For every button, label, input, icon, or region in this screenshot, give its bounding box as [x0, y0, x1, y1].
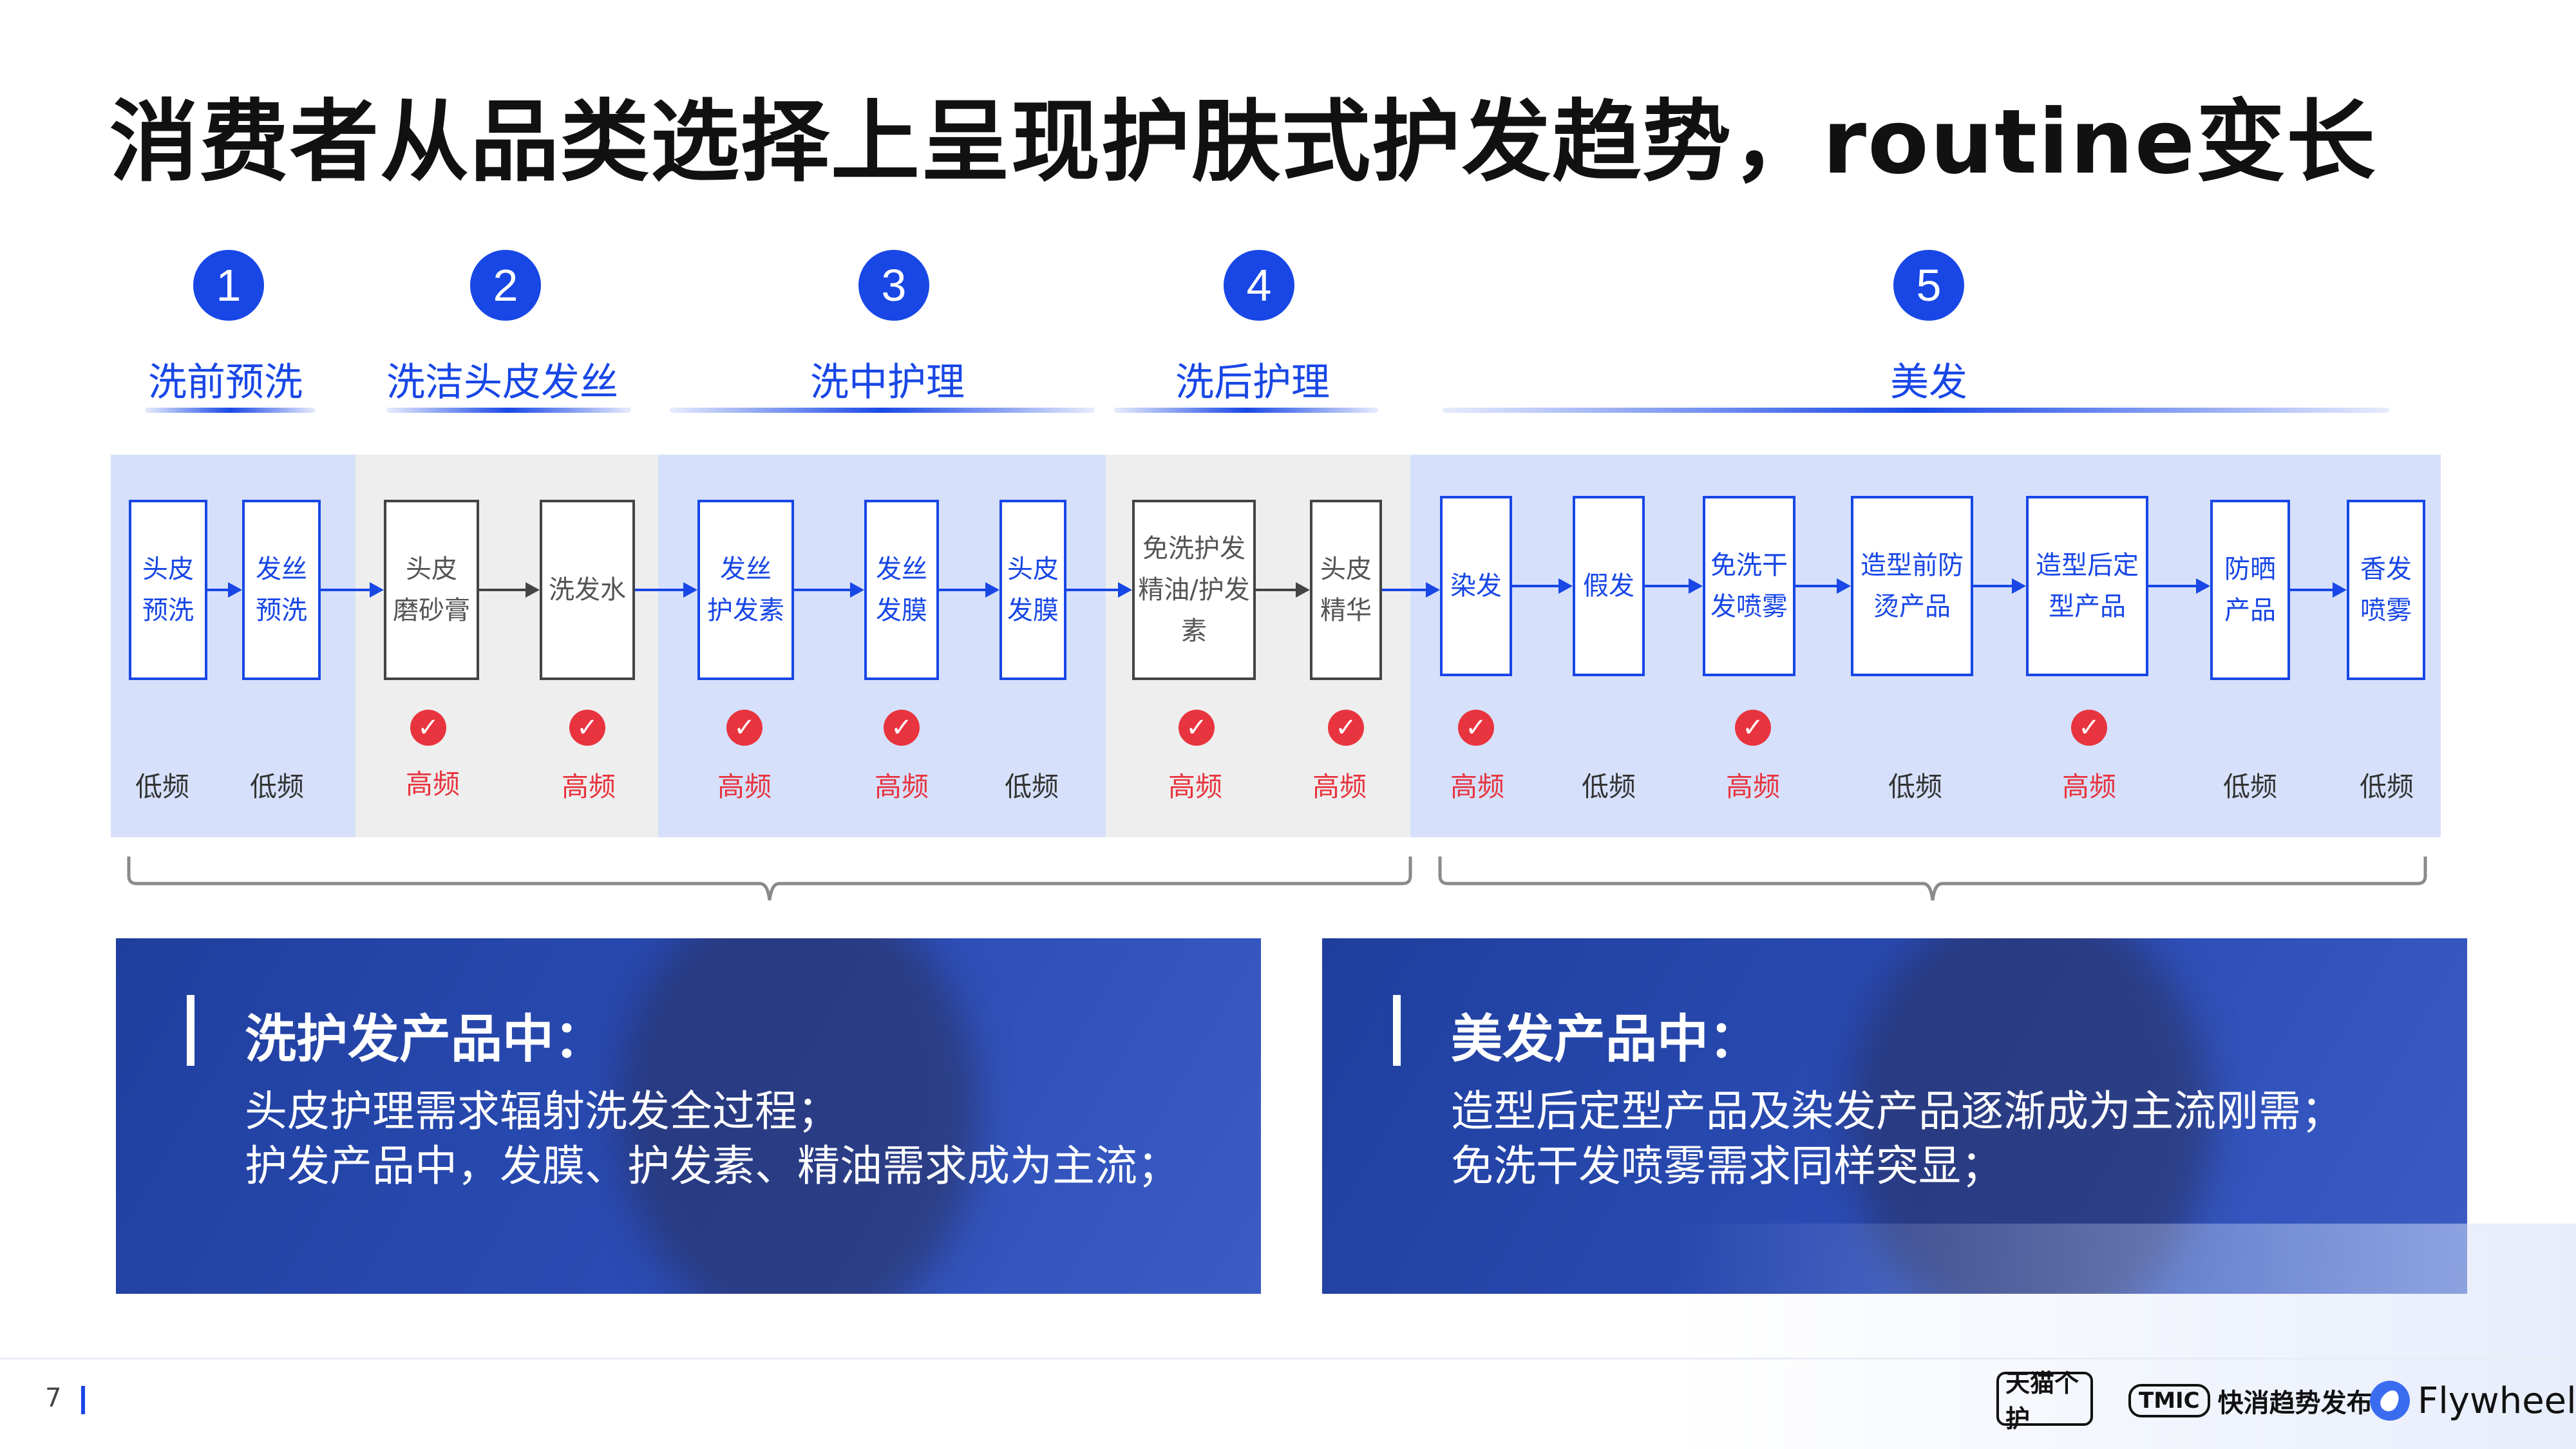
frequency-label: 低频 [135, 771, 190, 802]
step-1-underline [145, 408, 316, 413]
flow-arrow [794, 582, 864, 598]
panel-accent-bar [187, 995, 194, 1066]
frequency-label: 高频 [2061, 771, 2117, 802]
step-1-label: 洗前预洗 [148, 360, 303, 405]
product-hair-mask: 发丝发膜 [864, 500, 939, 680]
flow-arrow [321, 582, 384, 598]
product-post-styling: 造型后定型产品 [2026, 496, 2148, 676]
check-icon: ✓ [1328, 710, 1364, 746]
product-conditioner: 发丝护发素 [697, 500, 794, 680]
step-2-number: 2 [470, 250, 541, 321]
frequency-label: 高频 [1725, 771, 1781, 802]
product-wig: 假发 [1573, 496, 1645, 676]
footer-divider [0, 1358, 2576, 1359]
frequency-label: 低频 [2359, 771, 2414, 802]
panel-line: 护发产品中，发膜、护发素、精油需求成为主流； [245, 1141, 1180, 1191]
brace-styling [1438, 857, 2427, 901]
step-5-underline [1443, 408, 2389, 413]
flow-arrow [1512, 578, 1573, 594]
flow-arrow [635, 582, 697, 598]
frequency-label: 高频 [405, 768, 460, 800]
product-sunscreen: 防晒产品 [2210, 500, 2290, 680]
step-3-number: 3 [858, 250, 929, 321]
check-icon: ✓ [569, 710, 605, 746]
frequency-label: 高频 [1450, 771, 1505, 802]
panel-accent-bar [1393, 995, 1401, 1066]
check-icon: ✓ [2071, 710, 2107, 746]
flow-arrow [1645, 578, 1703, 594]
flow-arrow [1066, 582, 1132, 598]
product-scalp-prewash: 头皮预洗 [129, 500, 207, 680]
step-3-underline [670, 408, 1095, 413]
product-hair-perfume: 香发喷雾 [2347, 500, 2425, 680]
step-2-underline [386, 408, 631, 413]
flow-arrow [1795, 578, 1851, 594]
flow-arrow [2148, 578, 2210, 594]
page-number: 7 [45, 1383, 62, 1413]
check-icon: ✓ [726, 710, 762, 746]
product-scalp-mask: 头皮发膜 [999, 500, 1066, 680]
panel-line: 造型后定型产品及染发产品逐渐成为主流刚需； [1451, 1086, 2344, 1136]
step-2-label: 洗洁头皮发丝 [386, 360, 618, 405]
flow-arrow [939, 582, 999, 598]
brace-wash-care [127, 857, 1412, 901]
frequency-label: 低频 [1004, 771, 1059, 802]
flow-arrow [2290, 582, 2347, 598]
product-hair-dye: 染发 [1440, 496, 1512, 676]
product-scalp-serum: 头皮精华 [1310, 500, 1382, 680]
product-dry-shampoo: 免洗干发喷雾 [1703, 496, 1795, 676]
page-title: 消费者从品类选择上呈现护肤式护发趋势，routine变长 [109, 90, 2377, 194]
flow-arrow [479, 582, 540, 598]
step-3-label: 洗中护理 [810, 360, 965, 405]
frequency-label: 高频 [561, 771, 616, 802]
frequency-label: 高频 [1312, 771, 1367, 802]
step-5-label: 美发 [1890, 360, 1967, 405]
flow-arrow [1973, 578, 2026, 594]
panel-line: 头皮护理需求辐射洗发全过程； [245, 1086, 840, 1136]
tmic-logo: TMIC 快消趋势发布 [2128, 1372, 2372, 1430]
product-leave-in-oil: 免洗护发精油/护发素 [1132, 500, 1256, 680]
panel-heading: 美发产品中： [1451, 1009, 1760, 1069]
product-hair-prewash: 发丝预洗 [242, 500, 321, 680]
check-icon: ✓ [884, 710, 920, 746]
product-pre-styling: 造型前防烫产品 [1851, 496, 1973, 676]
frequency-label: 高频 [717, 771, 772, 802]
product-scalp-scrub: 头皮磨砂膏 [384, 500, 479, 680]
step-4-underline [1114, 408, 1378, 413]
product-shampoo: 洗发水 [540, 500, 635, 680]
flow-arrow [1382, 582, 1440, 598]
step-4-label: 洗后护理 [1175, 360, 1330, 405]
check-icon: ✓ [410, 710, 446, 746]
check-icon: ✓ [1735, 710, 1771, 746]
step-5-number: 5 [1893, 250, 1964, 321]
flywheel-logo: Flywheel [2370, 1372, 2576, 1430]
flow-arrow [1256, 582, 1310, 598]
check-icon: ✓ [1179, 710, 1215, 746]
wash-care-panel: 洗护发产品中： 头皮护理需求辐射洗发全过程； 护发产品中，发膜、护发素、精油需求… [116, 938, 1261, 1294]
frequency-label: 低频 [2222, 771, 2278, 802]
panel-heading: 洗护发产品中： [245, 1009, 605, 1069]
check-icon: ✓ [1458, 710, 1494, 746]
frequency-label: 高频 [874, 771, 929, 802]
frequency-label: 低频 [249, 771, 305, 802]
flywheel-icon [2370, 1381, 2410, 1421]
step-4-number: 4 [1224, 250, 1294, 321]
page-number-bar [81, 1386, 85, 1414]
frequency-label: 低频 [1888, 771, 1943, 802]
flow-arrow [207, 582, 242, 598]
frequency-label: 低频 [1581, 771, 1636, 802]
panel-line: 免洗干发喷雾需求同样突显； [1451, 1141, 2003, 1191]
frequency-label: 高频 [1168, 771, 1223, 802]
tmall-logo: 天猫个护 [1996, 1369, 2093, 1433]
styling-panel: 美发产品中： 造型后定型产品及染发产品逐渐成为主流刚需； 免洗干发喷雾需求同样突… [1322, 938, 2467, 1294]
step-1-number: 1 [193, 250, 264, 321]
